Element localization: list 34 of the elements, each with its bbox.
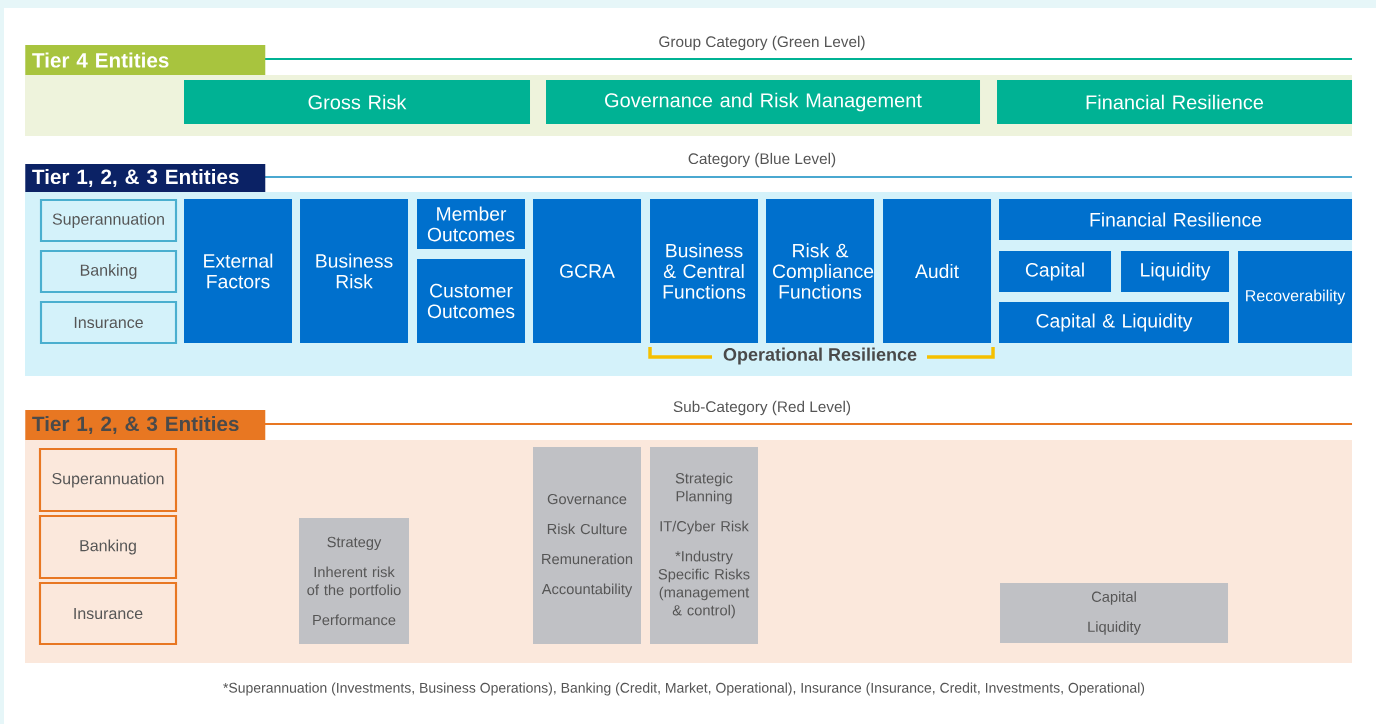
category-box: Financial Resilience — [999, 199, 1352, 240]
entity-box: Insurance — [38, 581, 178, 646]
tab-heading: Tier 1, 2, & 3 Entities — [25, 410, 266, 440]
level-label: Sub-Category (Red Level) — [673, 400, 851, 416]
subcategory-box: Strategy Inherent risk of the portfolio Performance — [299, 518, 409, 644]
category-box: Business Risk — [300, 199, 408, 343]
category-box: Liquidity — [1121, 251, 1229, 292]
level-label: Group Category (Green Level) — [659, 35, 865, 51]
category-box: External Factors — [184, 199, 292, 343]
category-box: Risk & Compliance Functions — [766, 199, 874, 343]
category-box: Audit — [883, 199, 991, 343]
level-label: Category (Blue Level) — [688, 152, 836, 168]
subcategory-box: Capital Liquidity — [1000, 583, 1228, 643]
tab-heading: Tier 4 Entities — [25, 45, 266, 75]
entity-box: Banking — [39, 249, 178, 294]
entity-box: Insurance — [39, 300, 178, 345]
category-box: Capital — [999, 251, 1111, 292]
category-box: Member Outcomes — [417, 199, 525, 249]
entity-box: Superannuation — [39, 198, 178, 243]
category-box: Business & Central Functions — [650, 199, 758, 343]
entity-box: Banking — [38, 514, 178, 580]
footnote: *Superannuation (Investments, Business Operations), Banking (Credit, Market, Operational), Insurance (Insurance, Credit, Investments, Operational) — [223, 682, 1145, 696]
category-box: Customer Outcomes — [417, 259, 525, 343]
category-box: Gross Risk — [184, 80, 530, 124]
category-box: Capital & Liquidity — [999, 302, 1229, 343]
category-box: Governance and Risk Management — [546, 80, 980, 124]
category-box: Recoverability — [1238, 251, 1352, 343]
subcategory-box: Governance Risk Culture Remuneration Accountability — [533, 447, 641, 644]
tab-heading: Tier 1, 2, & 3 Entities — [25, 164, 266, 192]
category-box: GCRA — [533, 199, 641, 343]
bracket-label: Operational Resilience — [723, 347, 917, 365]
entity-box: Superannuation — [38, 447, 178, 513]
subcategory-box: Strategic Planning IT/Cyber Risk *Industry Specific Risks (management & control) — [650, 447, 758, 644]
category-box: Financial Resilience — [997, 80, 1352, 124]
